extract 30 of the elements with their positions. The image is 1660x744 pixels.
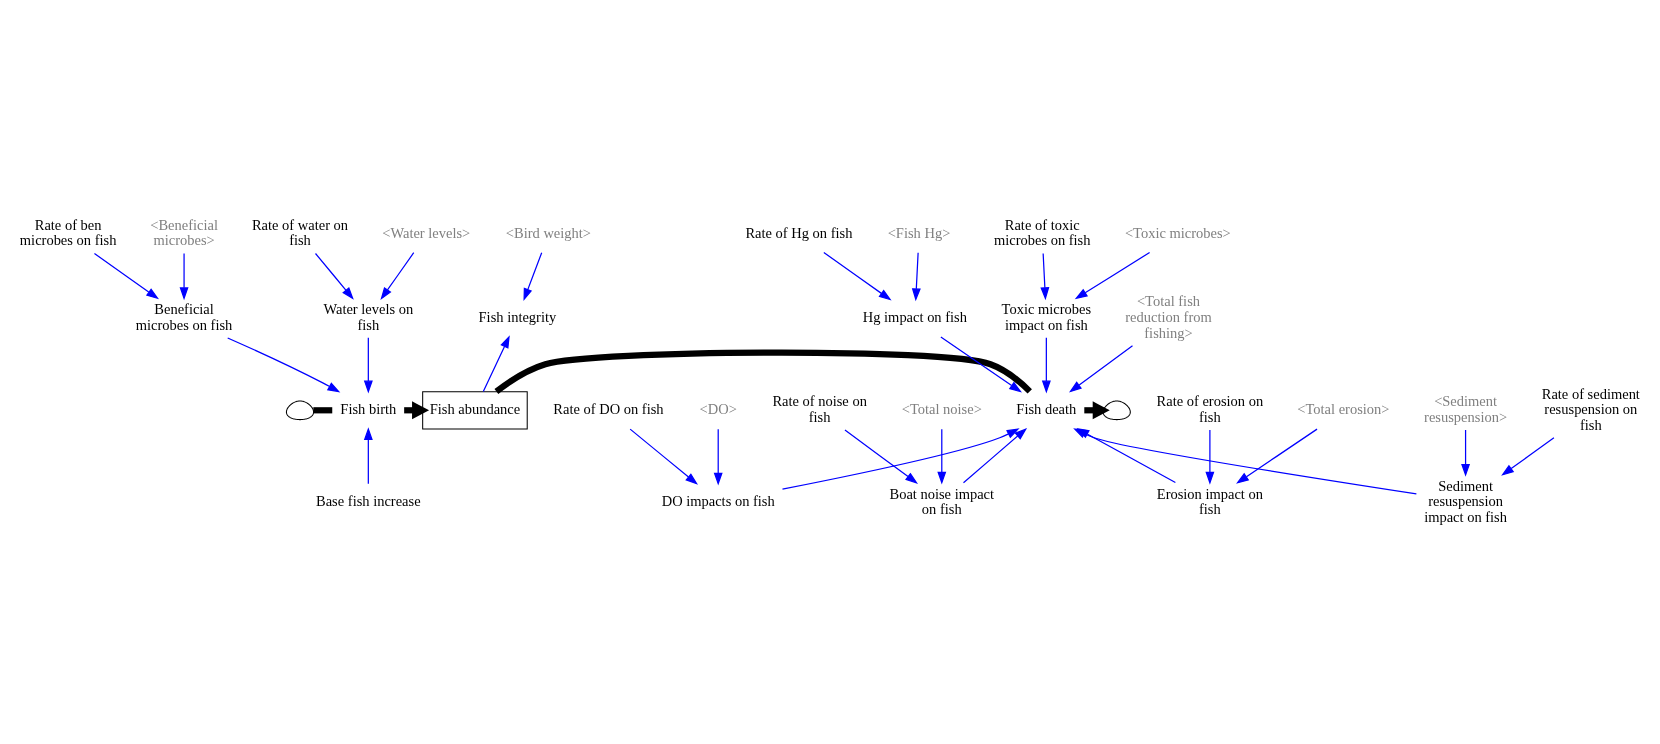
node-text: Rate of water on fish bbox=[251, 216, 349, 249]
node-text: Beneficial microbes on fish bbox=[135, 301, 233, 333]
node-text: Toxic microbes impact on fish bbox=[1001, 301, 1092, 333]
node-text: Rate of noise on fish bbox=[772, 393, 867, 425]
node-text: Fish integrity bbox=[478, 309, 557, 325]
node-text: <Bird weight> bbox=[505, 224, 592, 241]
node-text: Water levels on fish bbox=[323, 301, 414, 333]
node-text: <Water levels> bbox=[382, 224, 471, 241]
node-text: DO impacts on fish bbox=[661, 493, 775, 510]
node-text: Rate of DO on fish bbox=[553, 401, 664, 418]
node-text: <DO> bbox=[699, 401, 737, 418]
node-text: <Total noise> bbox=[901, 401, 982, 418]
node-text: <Toxic microbes> bbox=[1124, 224, 1231, 241]
node-text: Erosion impact on fish bbox=[1156, 485, 1263, 518]
node-text: <Total fish reduction from fishing> bbox=[1125, 293, 1212, 341]
node-text: Boat noise impact on fish bbox=[889, 485, 995, 518]
node-text: <Total erosion> bbox=[1297, 401, 1390, 418]
node-text: <Sediment resuspension> bbox=[1424, 393, 1508, 425]
node-text: Fish death bbox=[1016, 401, 1077, 418]
node-text: Rate of ben microbes on fish bbox=[19, 216, 117, 249]
node-text: <Fish Hg> bbox=[887, 224, 951, 241]
node-text: Base fish increase bbox=[316, 493, 421, 510]
node-text: Rate of sediment resuspension on fish bbox=[1541, 385, 1640, 433]
node-text: <Beneficial microbes> bbox=[150, 216, 218, 249]
node-text: Rate of erosion on fish bbox=[1156, 393, 1264, 425]
node-text: Rate of Hg on fish bbox=[745, 224, 853, 241]
node-text: Hg impact on fish bbox=[862, 309, 967, 325]
node-text: Fish birth bbox=[340, 401, 397, 418]
node-text: Rate of toxic microbes on fish bbox=[993, 216, 1091, 249]
node-text: Sediment resuspension impact on fish bbox=[1424, 477, 1508, 525]
